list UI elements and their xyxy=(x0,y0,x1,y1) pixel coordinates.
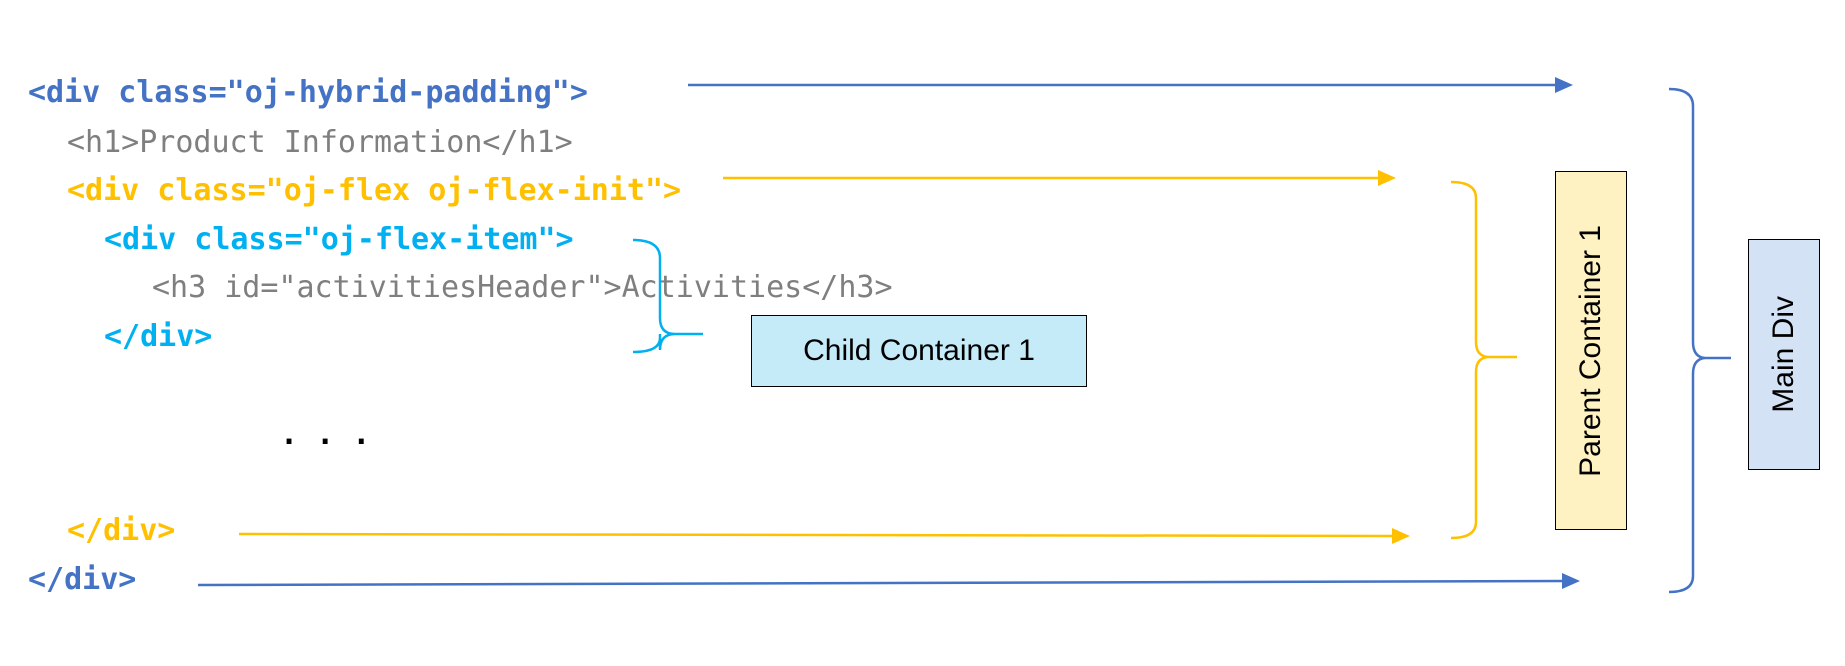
main-div-text: Main Div xyxy=(1767,296,1800,413)
parent-close-arrowhead xyxy=(1392,528,1410,544)
main-close-arrowhead xyxy=(1562,573,1580,589)
child-div-close-tag: </div> xyxy=(104,319,213,354)
child-container-label: Child Container 1 xyxy=(751,315,1087,387)
child-div-open-tag: <div class="oj-flex-item"> xyxy=(104,222,574,257)
main-div-close-tag: </div> xyxy=(28,562,137,597)
parent-container-label: Parent Container 1 xyxy=(1555,171,1627,530)
child-container-text: Child Container 1 xyxy=(803,334,1035,367)
child-brace xyxy=(632,238,703,354)
parent-container-text: Parent Container 1 xyxy=(1574,224,1607,477)
main-div-open-tag: <div class="oj-hybrid-padding"> xyxy=(28,75,588,110)
parent-brace xyxy=(1450,180,1517,540)
main-open-arrowhead xyxy=(1555,77,1573,93)
ellipsis: . . . xyxy=(280,417,371,452)
main-brace xyxy=(1668,87,1731,594)
parent-div-close-tag: </div> xyxy=(67,513,176,548)
parent-open-arrowhead xyxy=(1378,170,1396,186)
main-close-arrow xyxy=(197,579,1569,587)
h1-line: <h1>Product Information</h1> xyxy=(67,125,573,160)
main-div-label: Main Div xyxy=(1748,239,1820,470)
parent-div-open-tag: <div class="oj-flex oj-flex-init"> xyxy=(67,173,682,208)
h3-line: <h3 id="activitiesHeader">Activities</h3… xyxy=(152,270,893,305)
parent-close-arrow xyxy=(238,532,1398,538)
